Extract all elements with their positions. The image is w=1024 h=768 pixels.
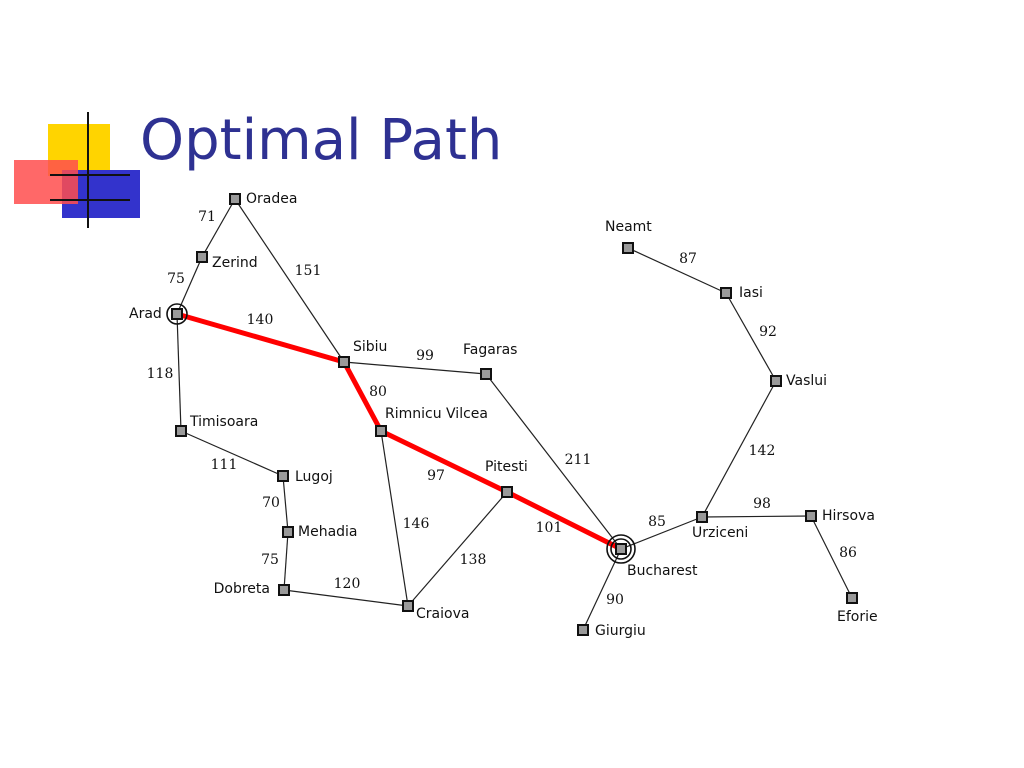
road-hirsova-eforie: [810, 515, 853, 599]
distance-label-zerind-arad: 75: [167, 271, 185, 287]
road-oradea-zerind: [201, 198, 236, 258]
city-label-lugoj: Lugoj: [295, 469, 333, 485]
city-label-hirsova: Hirsova: [822, 508, 875, 524]
road-timisoara-lugoj: [180, 430, 284, 477]
city-node-fagaras: [480, 368, 492, 380]
distance-label-arad-sibiu: 140: [247, 312, 274, 328]
optimal-path-layer: [174, 311, 624, 552]
city-label-vaslui: Vaslui: [786, 373, 827, 389]
slide-logo-decoration: [14, 112, 140, 228]
city-label-fagaras: Fagaras: [463, 342, 517, 358]
city-node-neamt: [622, 242, 634, 254]
city-node-bucharest: [615, 543, 627, 555]
road-rimnicu-craiova: [380, 430, 409, 607]
distance-label-hirsova-eforie: 86: [839, 545, 857, 561]
distance-label-rimnicu-craiova: 146: [403, 516, 430, 532]
city-labels-layer: OradeaZerindAradTimisoaraLugojMehadiaDob…: [129, 191, 878, 639]
distance-label-timisoara-lugoj: 111: [211, 457, 238, 473]
city-node-arad: [171, 308, 183, 320]
distance-label-urziceni-vaslui: 142: [749, 443, 776, 459]
road-vaslui-iasi: [725, 292, 777, 382]
city-node-oradea: [229, 193, 241, 205]
distance-label-fagaras-bucharest: 211: [565, 452, 592, 468]
road-urziceni-hirsova: [701, 515, 812, 518]
city-label-neamt: Neamt: [605, 219, 652, 235]
distance-label-oradea-zerind: 71: [198, 209, 216, 225]
distance-label-lugoj-mehadia: 70: [262, 495, 280, 511]
distance-label-arad-timisoara: 118: [147, 366, 174, 382]
city-label-sibiu: Sibiu: [353, 339, 387, 355]
optimal-path-segment-arad-sibiu: [174, 311, 347, 365]
city-inner-ring-bucharest: [610, 538, 632, 560]
city-label-dobreta: Dobreta: [214, 581, 270, 597]
optimal-path-segment-sibiu-rimnicu: [341, 359, 384, 434]
city-node-pitesti: [501, 486, 513, 498]
city-node-mehadia: [282, 526, 294, 538]
city-node-timisoara: [175, 425, 187, 437]
road-oradea-sibiu: [234, 198, 345, 363]
city-label-timisoara: Timisoara: [189, 414, 258, 430]
city-label-oradea: Oradea: [246, 191, 297, 207]
distance-label-sibiu-rimnicu: 80: [369, 384, 387, 400]
distance-label-iasi-neamt: 87: [679, 251, 697, 267]
city-label-zerind: Zerind: [212, 255, 258, 271]
optimal-path-segment-rimnicu-pitesti: [378, 428, 510, 495]
road-sibiu-fagaras: [343, 361, 487, 375]
road-arad-timisoara: [176, 313, 182, 432]
distance-label-pitesti-bucharest: 101: [536, 520, 563, 536]
distance-label-oradea-sibiu: 151: [295, 263, 322, 279]
city-node-urziceni: [696, 511, 708, 523]
distance-label-mehadia-dobreta: 75: [261, 552, 279, 568]
road-bucharest-giurgiu: [582, 548, 622, 631]
city-label-rimnicu: Rimnicu Vilcea: [385, 406, 488, 422]
slide-title: Optimal Path: [140, 108, 503, 173]
city-node-iasi: [720, 287, 732, 299]
city-node-lugoj: [277, 470, 289, 482]
city-node-rimnicu: [375, 425, 387, 437]
city-node-dobreta: [278, 584, 290, 596]
road-urziceni-vaslui: [701, 380, 777, 518]
city-ring-arad: [166, 303, 188, 325]
road-craiova-pitesti: [407, 491, 508, 607]
distance-label-sibiu-fagaras: 99: [416, 348, 434, 364]
city-label-craiova: Craiova: [416, 606, 469, 622]
road-iasi-neamt: [627, 247, 727, 294]
city-label-eforie: Eforie: [837, 609, 878, 625]
optimal-path-segment-pitesti-bucharest: [504, 489, 624, 552]
city-node-zerind: [196, 251, 208, 263]
road-fagaras-bucharest: [485, 373, 622, 550]
city-label-arad: Arad: [129, 306, 162, 322]
city-node-vaslui: [770, 375, 782, 387]
city-label-giurgiu: Giurgiu: [595, 623, 646, 639]
road-mehadia-dobreta: [283, 531, 289, 591]
city-ring-bucharest: [606, 534, 636, 564]
distance-labels-layer: 71 75 151 140 118 111 70 75 120 99 80 97 146 138 211 10…: [147, 209, 857, 608]
road-lugoj-mehadia: [282, 475, 289, 533]
city-nodes-layer: [166, 193, 858, 636]
distance-label-craiova-pitesti: 138: [460, 552, 487, 568]
city-label-mehadia: Mehadia: [298, 524, 358, 540]
distance-label-dobreta-craiova: 120: [334, 576, 361, 592]
city-label-pitesti: Pitesti: [485, 459, 528, 475]
distance-label-rimnicu-pitesti: 97: [427, 468, 445, 484]
city-label-iasi: Iasi: [739, 285, 763, 301]
distance-label-bucharest-urziceni: 85: [648, 514, 666, 530]
distance-label-vaslui-iasi: 92: [759, 324, 777, 340]
city-node-eforie: [846, 592, 858, 604]
city-label-urziceni: Urziceni: [692, 525, 748, 541]
distance-label-bucharest-giurgiu: 90: [606, 592, 624, 608]
distance-label-urziceni-hirsova: 98: [753, 496, 771, 512]
city-node-craiova: [402, 600, 414, 612]
city-node-hirsova: [805, 510, 817, 522]
road-dobreta-craiova: [283, 589, 409, 607]
city-node-giurgiu: [577, 624, 589, 636]
city-node-sibiu: [338, 356, 350, 368]
city-label-bucharest: Bucharest: [627, 563, 698, 579]
